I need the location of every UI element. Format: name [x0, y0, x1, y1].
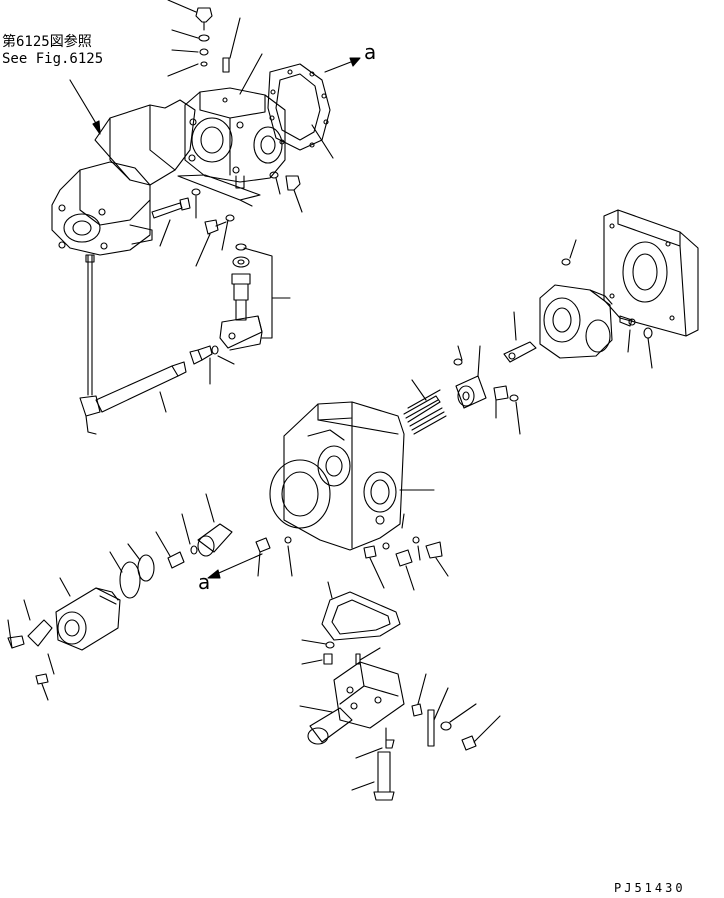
reference-note-english: See Fig.6125 [2, 51, 104, 67]
cylinder-sleeve [7, 577, 121, 701]
plate-and-nut [411, 673, 501, 751]
cover-upper-right [603, 209, 699, 337]
plug-bolt-upper [269, 171, 303, 213]
reference-note-japanese: 第6125図参照 [2, 34, 92, 50]
view-label-bottom: a [198, 570, 211, 594]
link-lever [503, 311, 537, 363]
view-label-top: a [364, 40, 377, 64]
view-arrow-bottom [207, 553, 263, 579]
hose-assembly [79, 361, 187, 435]
flange-middle-right [539, 239, 653, 369]
pump-assembly-upper-left [51, 99, 196, 396]
view-arrow-top [324, 57, 361, 73]
bracket-plate [177, 174, 261, 207]
spring-and-piston [403, 345, 521, 435]
gasket-top [267, 63, 334, 159]
valve-body-bottom [299, 639, 405, 801]
plugs-and-rings-left [109, 493, 293, 599]
relief-valve-stack [219, 243, 291, 351]
drawing-code: PJ51430 [614, 881, 686, 895]
main-case [269, 401, 435, 551]
flange-housing-top [184, 87, 286, 189]
reference-arrow [69, 79, 101, 135]
gasket-bottom [321, 581, 401, 641]
plugs-right-of-case [363, 536, 449, 591]
elbow-fitting [195, 214, 235, 267]
long-bolt [151, 188, 201, 247]
top-small-parts [167, 0, 263, 95]
o-rings-left [189, 345, 235, 385]
